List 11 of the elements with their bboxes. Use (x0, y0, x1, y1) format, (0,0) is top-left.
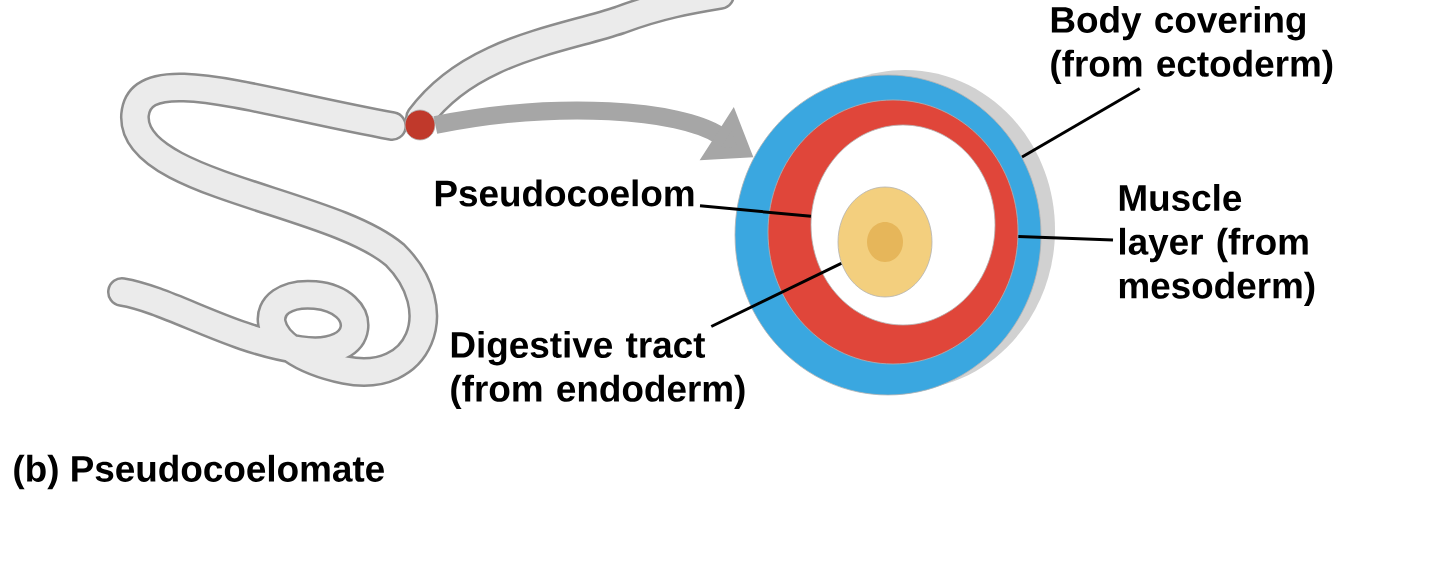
cut-end (404, 109, 436, 141)
leader-line (1018, 235, 1114, 242)
leader-label: Body covering (from ectoderm) (1051, 5, 1333, 85)
leader-line (699, 204, 812, 218)
leader-line (710, 261, 842, 328)
panel-caption: (b) Pseudocoelomate (14, 454, 384, 490)
leader-label: Muscle layer (from mesoderm) (1119, 183, 1315, 306)
gut-tube (837, 186, 933, 298)
leader-label: Digestive tract (from endoderm) (451, 330, 745, 410)
leader-line (1021, 87, 1141, 159)
leader-label: Pseudocoelom (435, 179, 694, 207)
